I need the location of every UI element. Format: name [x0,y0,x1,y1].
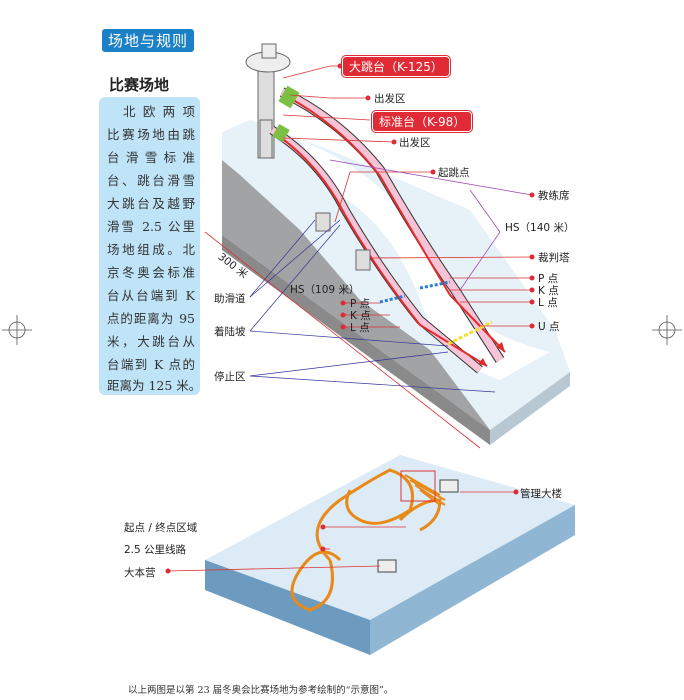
outrun-label: 停止区 [214,371,246,383]
start-finish-label: 起点 / 终点区域 [124,522,198,534]
start-area-label: 出发区 [399,137,431,149]
admin-building-label: 管理大楼 [520,488,562,500]
body-line: 场地组成。北 [107,242,195,257]
body-line: 大跳台及越野 [107,196,195,211]
ski-jump-diagram [204,43,570,449]
body-line: 北欧两项 [123,104,195,119]
normal-hill-label: 标准台（K-98） [372,111,473,132]
crop-mark-left [2,315,32,345]
k-point-normal-label: K 点 [350,310,371,322]
crop-mark-right [652,315,682,345]
hs-large-label: HS（140 米） [505,222,575,234]
l-point-normal-label: L 点 [350,322,370,334]
landing-slope-label: 着陆坡 [214,326,246,338]
l-point-large-label: L 点 [538,297,558,309]
start-area-label: 出发区 [374,93,406,105]
body-line: 京冬奥会标准 [107,265,195,280]
coach-stand-label: 教练席 [538,190,570,202]
body-line: 比赛场地由跳 [107,127,195,142]
body-line: 台滑雪标准 [107,150,195,165]
course-label: 2.5 公里线路 [124,544,187,556]
hs-normal-label: HS（109 米） [290,284,360,296]
large-hill-label: 大跳台（K-125） [342,56,450,77]
p-point-large-label: P 点 [538,273,559,285]
body-line: 台从台端到 K [107,288,195,303]
p-point-normal-label: P 点 [350,298,371,310]
description-box: 北欧两项 比赛场地由跳 台滑雪标准 台、跳台滑雪 大跳台及越野 滑雪 2.5 公… [99,97,202,395]
subheading: 比赛场地 [109,76,170,94]
cross-country-diagram [165,455,575,655]
inrun-label: 助滑道 [214,293,246,305]
u-point-label: U 点 [538,321,560,333]
body-line: 米，大跳台从 [107,334,195,349]
body-line: 台端到 K 点的 [107,357,195,372]
body-line: 滑雪 2.5 公里 [107,219,195,234]
body-line: 距离为 125 米。 [107,378,202,393]
body-line: 台、跳台滑雪 [107,173,195,188]
footnote: 以上两图是以第 23 届冬奥会比赛场地为参考绘制的“示意图”。 [128,685,394,696]
takeoff-label: 起跳点 [438,167,470,179]
judge-tower-label: 裁判塔 [538,252,570,264]
base-camp-label: 大本营 [124,567,156,579]
body-line: 点的距离为 95 [107,311,195,326]
section-title: 场地与规则 [102,29,195,52]
k-point-large-label: K 点 [538,285,559,297]
